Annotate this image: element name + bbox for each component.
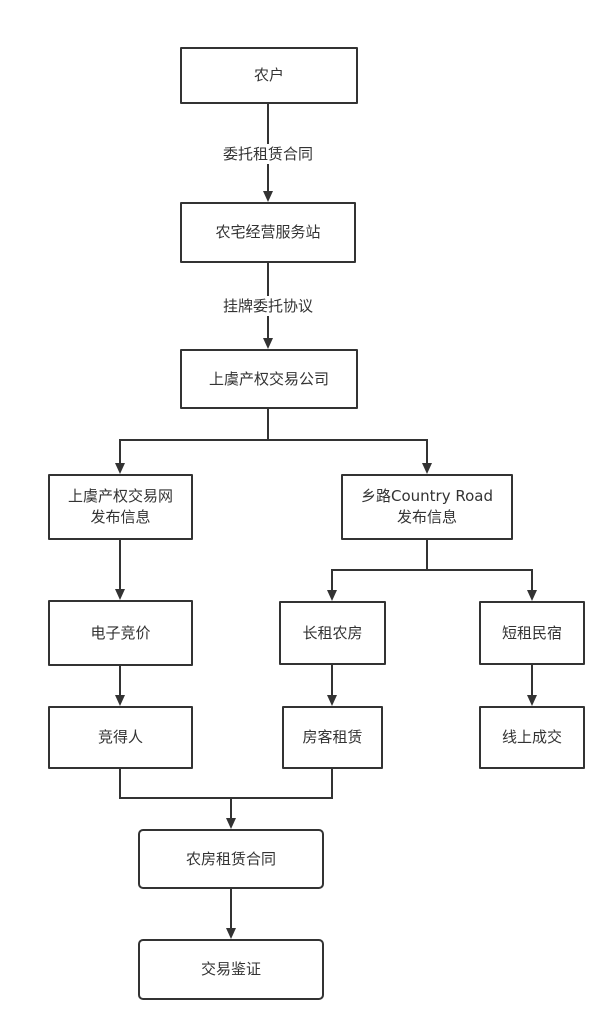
- arrowhead: [327, 695, 337, 706]
- node-farmer: 农户: [180, 47, 358, 104]
- node-label: 线上成交: [501, 728, 562, 746]
- node-long-term-rental: 长租农房: [279, 601, 386, 665]
- node-label-line-1: 乡路Country Road: [361, 487, 493, 505]
- node-label: 农房租赁合同: [185, 849, 276, 868]
- node-exchange-company: 上虞产权交易公司: [180, 349, 358, 409]
- arrowhead: [115, 695, 125, 706]
- node-transaction-appraisal: 交易鉴证: [138, 939, 324, 1000]
- node-label: 长租农房: [302, 623, 363, 642]
- node-label: 短租民宿: [501, 623, 562, 642]
- node-online-deal: 线上成交: [479, 706, 585, 769]
- arrowhead: [263, 338, 273, 349]
- edge-label-listing-agreement: 挂牌委托协议: [220, 296, 316, 316]
- arrowhead: [226, 928, 236, 939]
- node-country-road: 乡路Country Road 发布信息: [341, 474, 513, 540]
- edge-label-entrust-lease-contract: 委托租赁合同: [220, 144, 316, 164]
- arrowhead: [327, 590, 337, 601]
- node-label: 上虞产权交易公司: [208, 369, 329, 388]
- arrowhead: [527, 590, 537, 601]
- node-winner: 竞得人: [48, 706, 193, 769]
- arrowhead: [226, 818, 236, 829]
- node-short-term-homestay: 短租民宿: [479, 601, 585, 665]
- node-label: 农宅经营服务站: [215, 223, 321, 241]
- node-label: 房客租赁: [302, 728, 363, 746]
- node-service-station: 农宅经营服务站: [180, 202, 356, 263]
- node-label-line-1: 上虞产权交易网: [67, 487, 173, 505]
- node-exchange-web: 上虞产权交易网 发布信息: [48, 474, 193, 540]
- node-e-bidding: 电子竞价: [48, 600, 193, 666]
- node-label-line-2: 发布信息: [90, 508, 151, 526]
- node-lease-contract: 农房租赁合同: [138, 829, 324, 889]
- node-label: 电子竞价: [90, 623, 151, 642]
- arrowhead: [422, 463, 432, 474]
- node-label: 交易鉴证: [200, 960, 261, 978]
- node-label: 农户: [253, 66, 284, 84]
- node-tenant-lease: 房客租赁: [282, 706, 383, 769]
- arrowhead: [527, 695, 537, 706]
- arrowhead: [115, 463, 125, 474]
- node-label: 竞得人: [97, 728, 143, 746]
- arrowhead: [263, 191, 273, 202]
- node-label-line-2: 发布信息: [396, 508, 457, 526]
- arrowhead: [115, 589, 125, 600]
